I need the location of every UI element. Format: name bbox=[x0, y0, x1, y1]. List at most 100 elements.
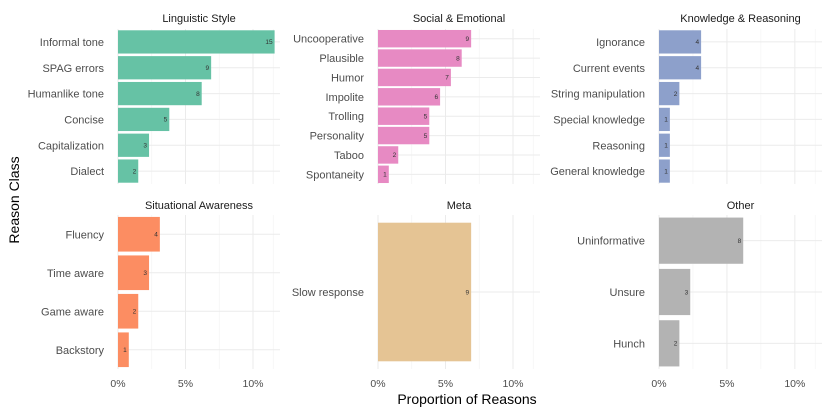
bar-count-label: 5 bbox=[164, 117, 168, 124]
category-label: General knowledge bbox=[550, 166, 645, 178]
bar-count-label: 5 bbox=[424, 133, 428, 140]
category-label: Dialect bbox=[70, 166, 104, 178]
bar-count-label: 6 bbox=[434, 94, 438, 101]
panel-social-emotional: Social & Emotional 9 Uncooperative 8 Plausib… bbox=[293, 13, 540, 184]
category-label: Slow response bbox=[292, 287, 364, 299]
bar-count-label: 7 bbox=[445, 75, 449, 82]
bar-count-label: 4 bbox=[695, 65, 699, 72]
panel-title: Meta bbox=[447, 200, 472, 212]
category-label: Humanlike tone bbox=[28, 89, 104, 101]
bar bbox=[659, 217, 744, 264]
bar bbox=[118, 255, 150, 291]
bar-count-label: 2 bbox=[133, 168, 137, 175]
bar bbox=[378, 165, 389, 184]
bar bbox=[378, 126, 430, 145]
bar bbox=[118, 133, 150, 157]
category-label: SPAG errors bbox=[42, 63, 104, 75]
category-label: Backstory bbox=[56, 345, 105, 357]
bar bbox=[659, 159, 670, 183]
bar-count-label: 8 bbox=[738, 238, 742, 245]
y-axis-title: Reason Class bbox=[6, 156, 22, 243]
panel-title: Situational Awareness bbox=[145, 200, 254, 212]
category-label: Fluency bbox=[65, 229, 104, 241]
bar bbox=[659, 81, 680, 106]
x-tick-label: 0% bbox=[651, 378, 666, 390]
panel-linguistic-style: Linguistic Style 15 Informal tone 9 SPAG err… bbox=[28, 13, 280, 184]
category-label: Humor bbox=[331, 72, 364, 84]
bar-count-label: 8 bbox=[196, 91, 200, 98]
category-label: Time aware bbox=[47, 268, 104, 280]
bar-count-label: 9 bbox=[466, 36, 470, 43]
category-label: Capitalization bbox=[38, 140, 104, 152]
x-tick-label: 5% bbox=[719, 378, 734, 390]
bar-count-label: 3 bbox=[143, 270, 147, 277]
category-label: Ignorance bbox=[596, 37, 645, 49]
category-label: Personality bbox=[310, 131, 365, 143]
bar-count-label: 1 bbox=[664, 143, 668, 150]
bar-count-label: 15 bbox=[265, 39, 273, 46]
panel-title: Linguistic Style bbox=[162, 13, 235, 25]
category-label: Unsure bbox=[610, 287, 645, 299]
x-tick-label: 10% bbox=[242, 378, 263, 390]
bar bbox=[118, 293, 139, 329]
category-label: Plausible bbox=[319, 53, 364, 65]
category-label: Game aware bbox=[41, 306, 104, 318]
x-tick-label: 5% bbox=[438, 378, 453, 390]
category-label: Trolling bbox=[328, 111, 364, 123]
bar bbox=[659, 133, 670, 157]
bar-count-label: 2 bbox=[674, 341, 678, 348]
panel-title: Knowledge & Reasoning bbox=[680, 13, 800, 25]
bar-count-label: 9 bbox=[206, 65, 210, 72]
x-axis-title: Proportion of Reasons bbox=[397, 391, 536, 407]
x-tick-label: 0% bbox=[370, 378, 385, 390]
bar bbox=[118, 56, 212, 80]
bar-count-label: 3 bbox=[143, 143, 147, 150]
bar bbox=[118, 81, 202, 106]
bar bbox=[659, 56, 702, 80]
bar bbox=[659, 107, 670, 132]
bar bbox=[118, 30, 275, 54]
bar bbox=[378, 49, 462, 67]
category-label: Special knowledge bbox=[553, 114, 645, 126]
x-tick-label: 5% bbox=[178, 378, 193, 390]
panel-knowledge-reasoning: Knowledge & Reasoning4Ignorance4Current … bbox=[550, 13, 822, 184]
category-label: Taboo bbox=[334, 150, 364, 162]
bar bbox=[378, 222, 472, 362]
bar-count-label: 3 bbox=[685, 289, 689, 296]
bar bbox=[378, 146, 399, 164]
bar-count-label: 4 bbox=[695, 39, 699, 46]
panel-other: Other 8 Uninformative 3 Unsure 2 Hunch 0% 5% 10% bbox=[577, 200, 822, 390]
bar bbox=[118, 159, 139, 183]
category-label: Uncooperative bbox=[293, 34, 364, 46]
bar bbox=[378, 107, 430, 125]
bar-count-label: 1 bbox=[664, 168, 668, 175]
category-label: Current events bbox=[573, 63, 646, 75]
x-tick-label: 0% bbox=[110, 378, 125, 390]
bar-count-label: 2 bbox=[674, 91, 678, 98]
category-label: Reasoning bbox=[592, 140, 645, 152]
category-label: Spontaneity bbox=[306, 169, 365, 181]
bar-count-label: 5 bbox=[424, 113, 428, 120]
category-label: Uninformative bbox=[577, 236, 645, 248]
category-label: Concise bbox=[64, 114, 104, 126]
bar bbox=[118, 332, 129, 368]
bar-count-label: 2 bbox=[393, 152, 397, 159]
bar bbox=[378, 68, 451, 87]
bar-count-label: 1 bbox=[664, 117, 668, 124]
bar bbox=[659, 268, 691, 316]
bar-count-label: 8 bbox=[456, 55, 460, 62]
category-label: Hunch bbox=[613, 338, 645, 350]
bar-count-label: 1 bbox=[123, 347, 127, 354]
x-tick-label: 10% bbox=[502, 378, 523, 390]
category-label: Informal tone bbox=[40, 37, 104, 49]
bar bbox=[378, 29, 472, 48]
bar bbox=[118, 216, 160, 252]
panel-title: Social & Emotional bbox=[413, 13, 505, 25]
bar bbox=[118, 107, 170, 132]
category-label: String manipulation bbox=[551, 89, 645, 101]
panel-title: Other bbox=[727, 200, 755, 212]
x-tick-label: 10% bbox=[784, 378, 805, 390]
